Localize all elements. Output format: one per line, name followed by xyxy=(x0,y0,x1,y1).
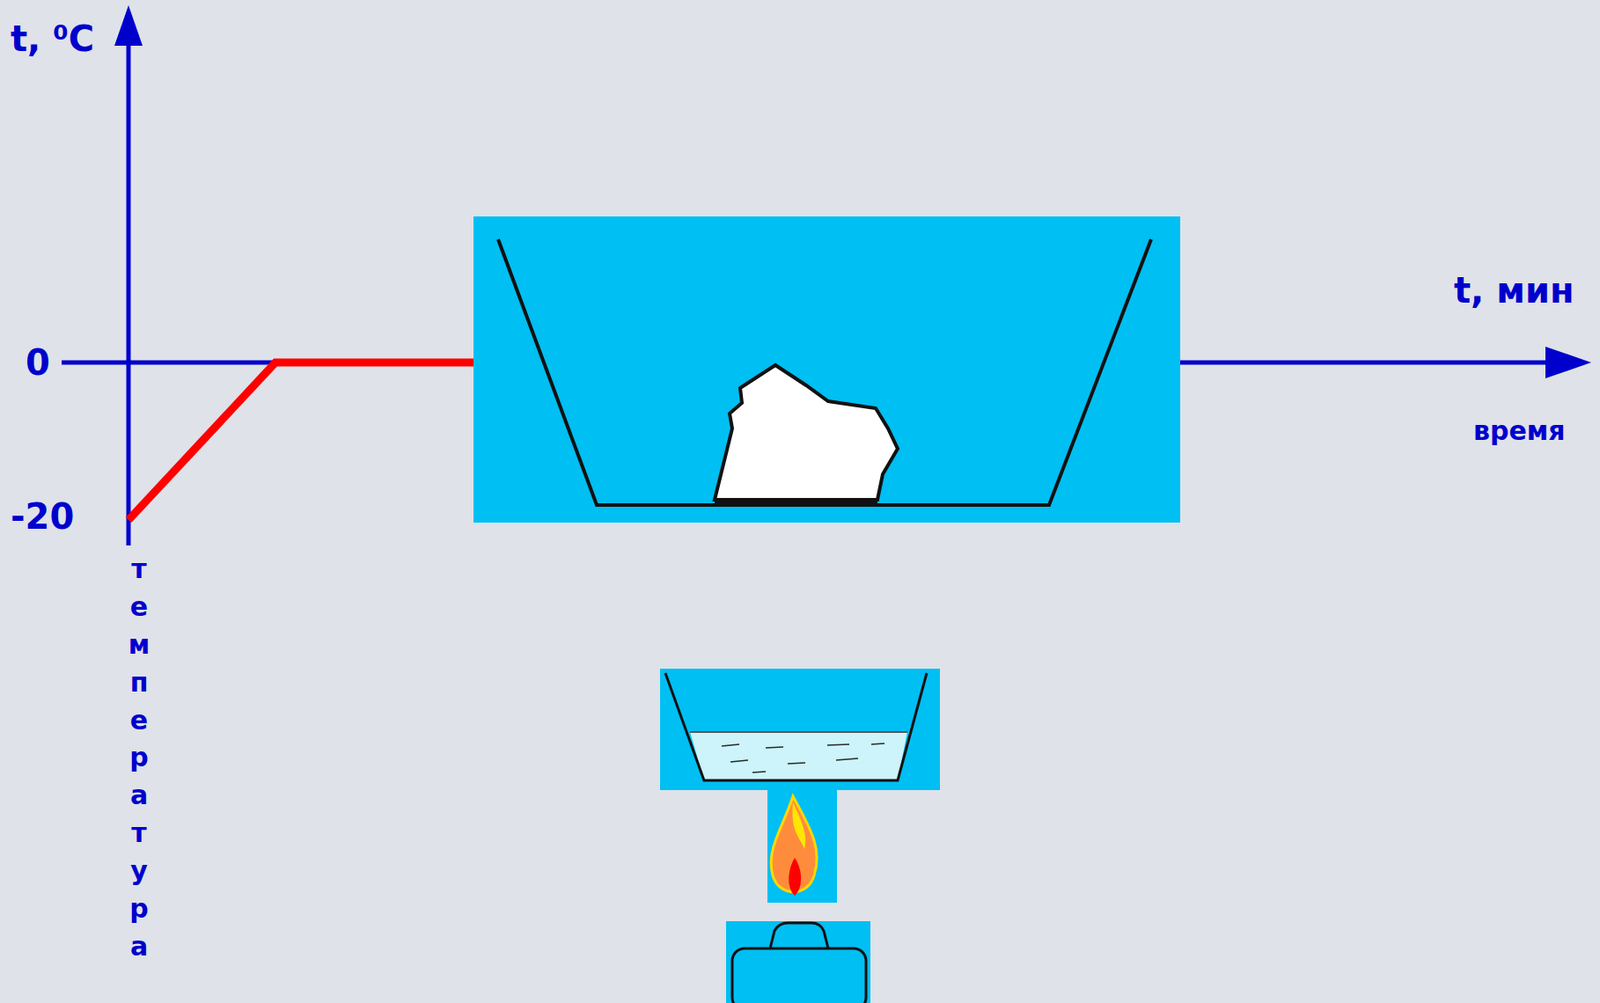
ice-piece xyxy=(714,365,898,500)
axis-caption: температура xyxy=(125,550,153,967)
tick-label: -20 xyxy=(10,495,74,538)
flame-panel xyxy=(767,790,837,903)
ice-picture-panel xyxy=(473,216,1181,523)
temperature-axis xyxy=(126,35,132,546)
axis-caption: время xyxy=(1473,415,1566,448)
temperature-curve xyxy=(128,362,529,521)
water xyxy=(689,732,908,781)
beaker xyxy=(498,239,1152,506)
water-picture-panel xyxy=(660,668,940,791)
tick-label: 0 xyxy=(25,341,51,384)
water-ripples xyxy=(721,743,885,773)
axis-title: t, ⁰C xyxy=(10,17,95,60)
burner-cap xyxy=(770,923,829,949)
axis-arrowhead xyxy=(1545,346,1592,379)
flame-core xyxy=(788,858,801,896)
axis-arrowhead xyxy=(114,5,143,46)
burner-panel xyxy=(726,921,871,1003)
beaker xyxy=(665,673,927,781)
water-surface xyxy=(689,731,908,734)
burner-body xyxy=(732,948,867,1003)
axis-title: t, мин xyxy=(1453,269,1575,312)
flame-tip xyxy=(792,802,806,850)
